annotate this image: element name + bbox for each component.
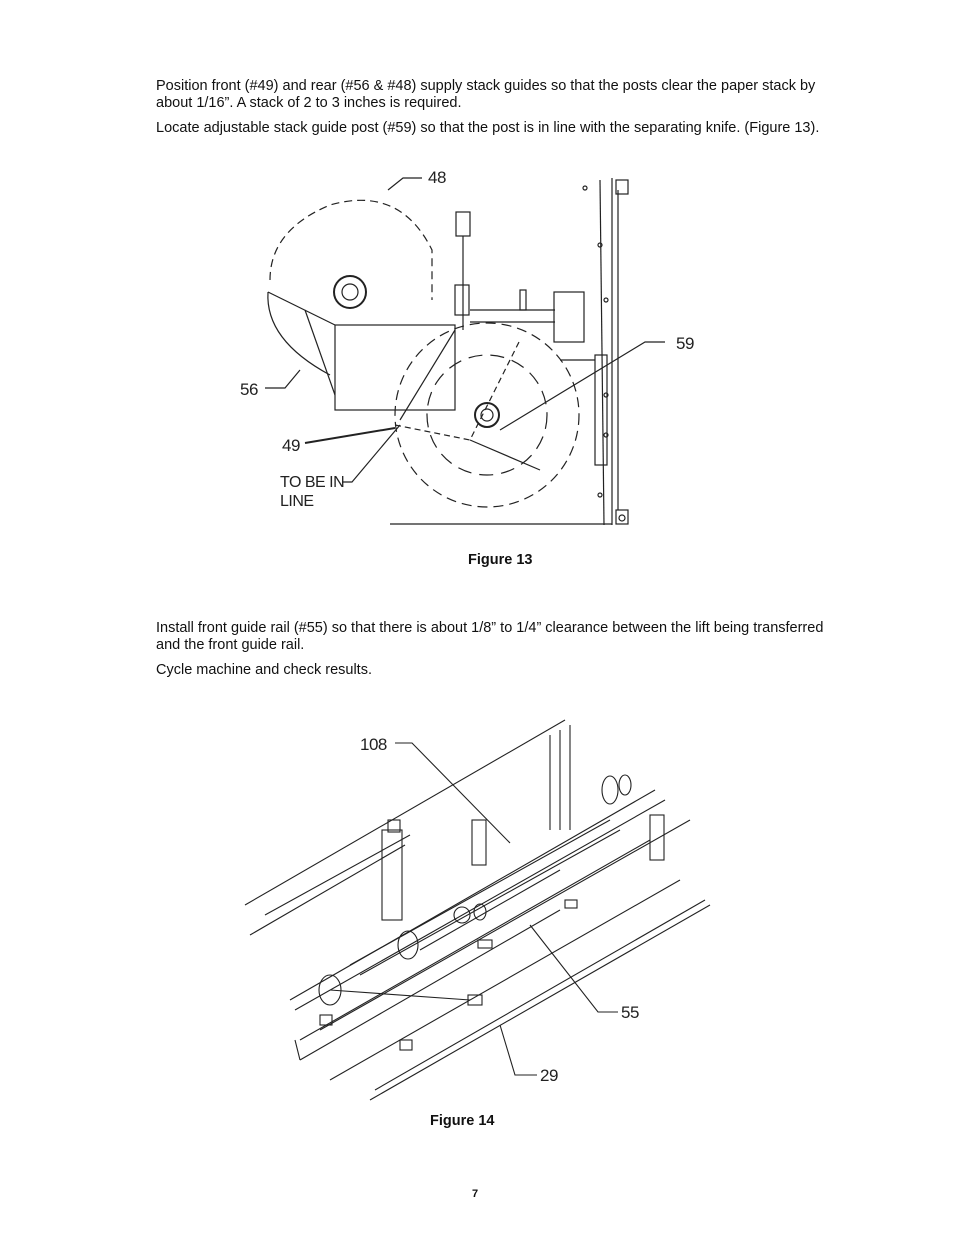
- callout-55: 55: [621, 1003, 639, 1022]
- paragraph-guide-post: Locate adjustable stack guide post (#59)…: [156, 120, 820, 136]
- figure-14-caption: Figure 14: [430, 1113, 495, 1129]
- callout-49: 49: [282, 436, 300, 455]
- paragraph-cycle-machine: Cycle machine and check results.: [156, 662, 372, 678]
- paragraph-front-guide-rail: Install front guide rail (#55) so that t…: [156, 620, 824, 653]
- callout-to-be-in-line-1: TO BE IN: [280, 474, 345, 491]
- callout-48: 48: [428, 168, 446, 187]
- callout-108: 108: [360, 735, 387, 754]
- callout-56: 56: [240, 380, 258, 399]
- figure-14-drawing: [244, 719, 711, 1101]
- callout-59: 59: [676, 334, 694, 353]
- figure-13-drawing: [265, 177, 665, 526]
- figure-13-caption: Figure 13: [468, 552, 533, 568]
- callout-to-be-in-line-2: LINE: [280, 493, 314, 510]
- paragraph-stack-guides: Position front (#49) and rear (#56 & #48…: [156, 78, 816, 111]
- callout-29: 29: [540, 1066, 558, 1085]
- page-number: 7: [472, 1188, 479, 1200]
